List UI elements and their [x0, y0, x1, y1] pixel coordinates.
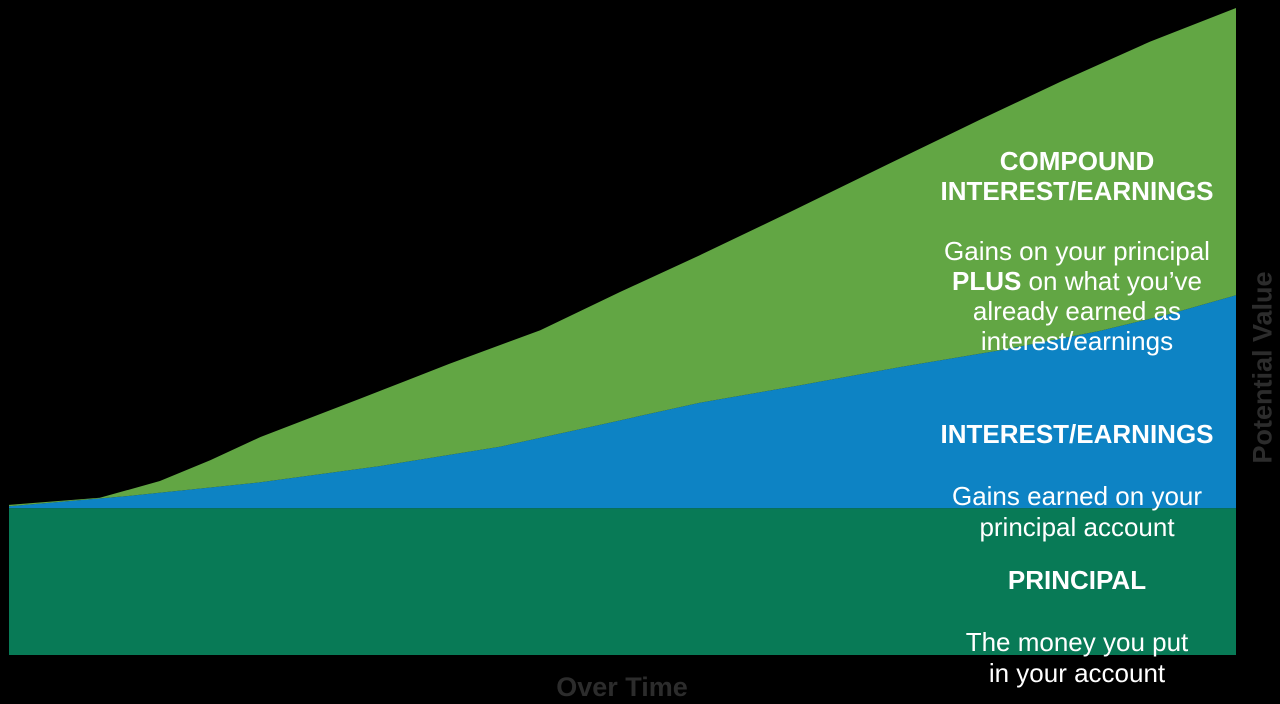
x-axis-label: Over Time: [556, 672, 688, 702]
compound-interest-label: COMPOUND INTEREST/EARNINGS Gains on your…: [877, 116, 1277, 386]
principal-label: PRINCIPAL The money you put in your acco…: [877, 534, 1277, 704]
compound-interest-title: COMPOUND INTEREST/EARNINGS: [940, 146, 1214, 206]
interest-earnings-label: INTEREST/EARNINGS Gains earned on your p…: [877, 388, 1277, 574]
interest-earnings-area: [9, 295, 1236, 509]
principal-title: PRINCIPAL: [1007, 565, 1147, 595]
interest-earnings-title: INTEREST/EARNINGS: [940, 419, 1214, 449]
principal-description: The money you put in your account: [965, 627, 1189, 688]
principal-area: [9, 508, 1236, 655]
interest-earnings-description: Gains earned on your principal account: [951, 481, 1203, 542]
plus-emphasis: PLUS: [951, 266, 1022, 296]
y-axis-label: Potential Value: [1247, 271, 1278, 464]
compound-interest-earnings-area: [9, 8, 1236, 507]
compound-interest-description: Gains on your principal PLUS on what you…: [944, 236, 1210, 356]
